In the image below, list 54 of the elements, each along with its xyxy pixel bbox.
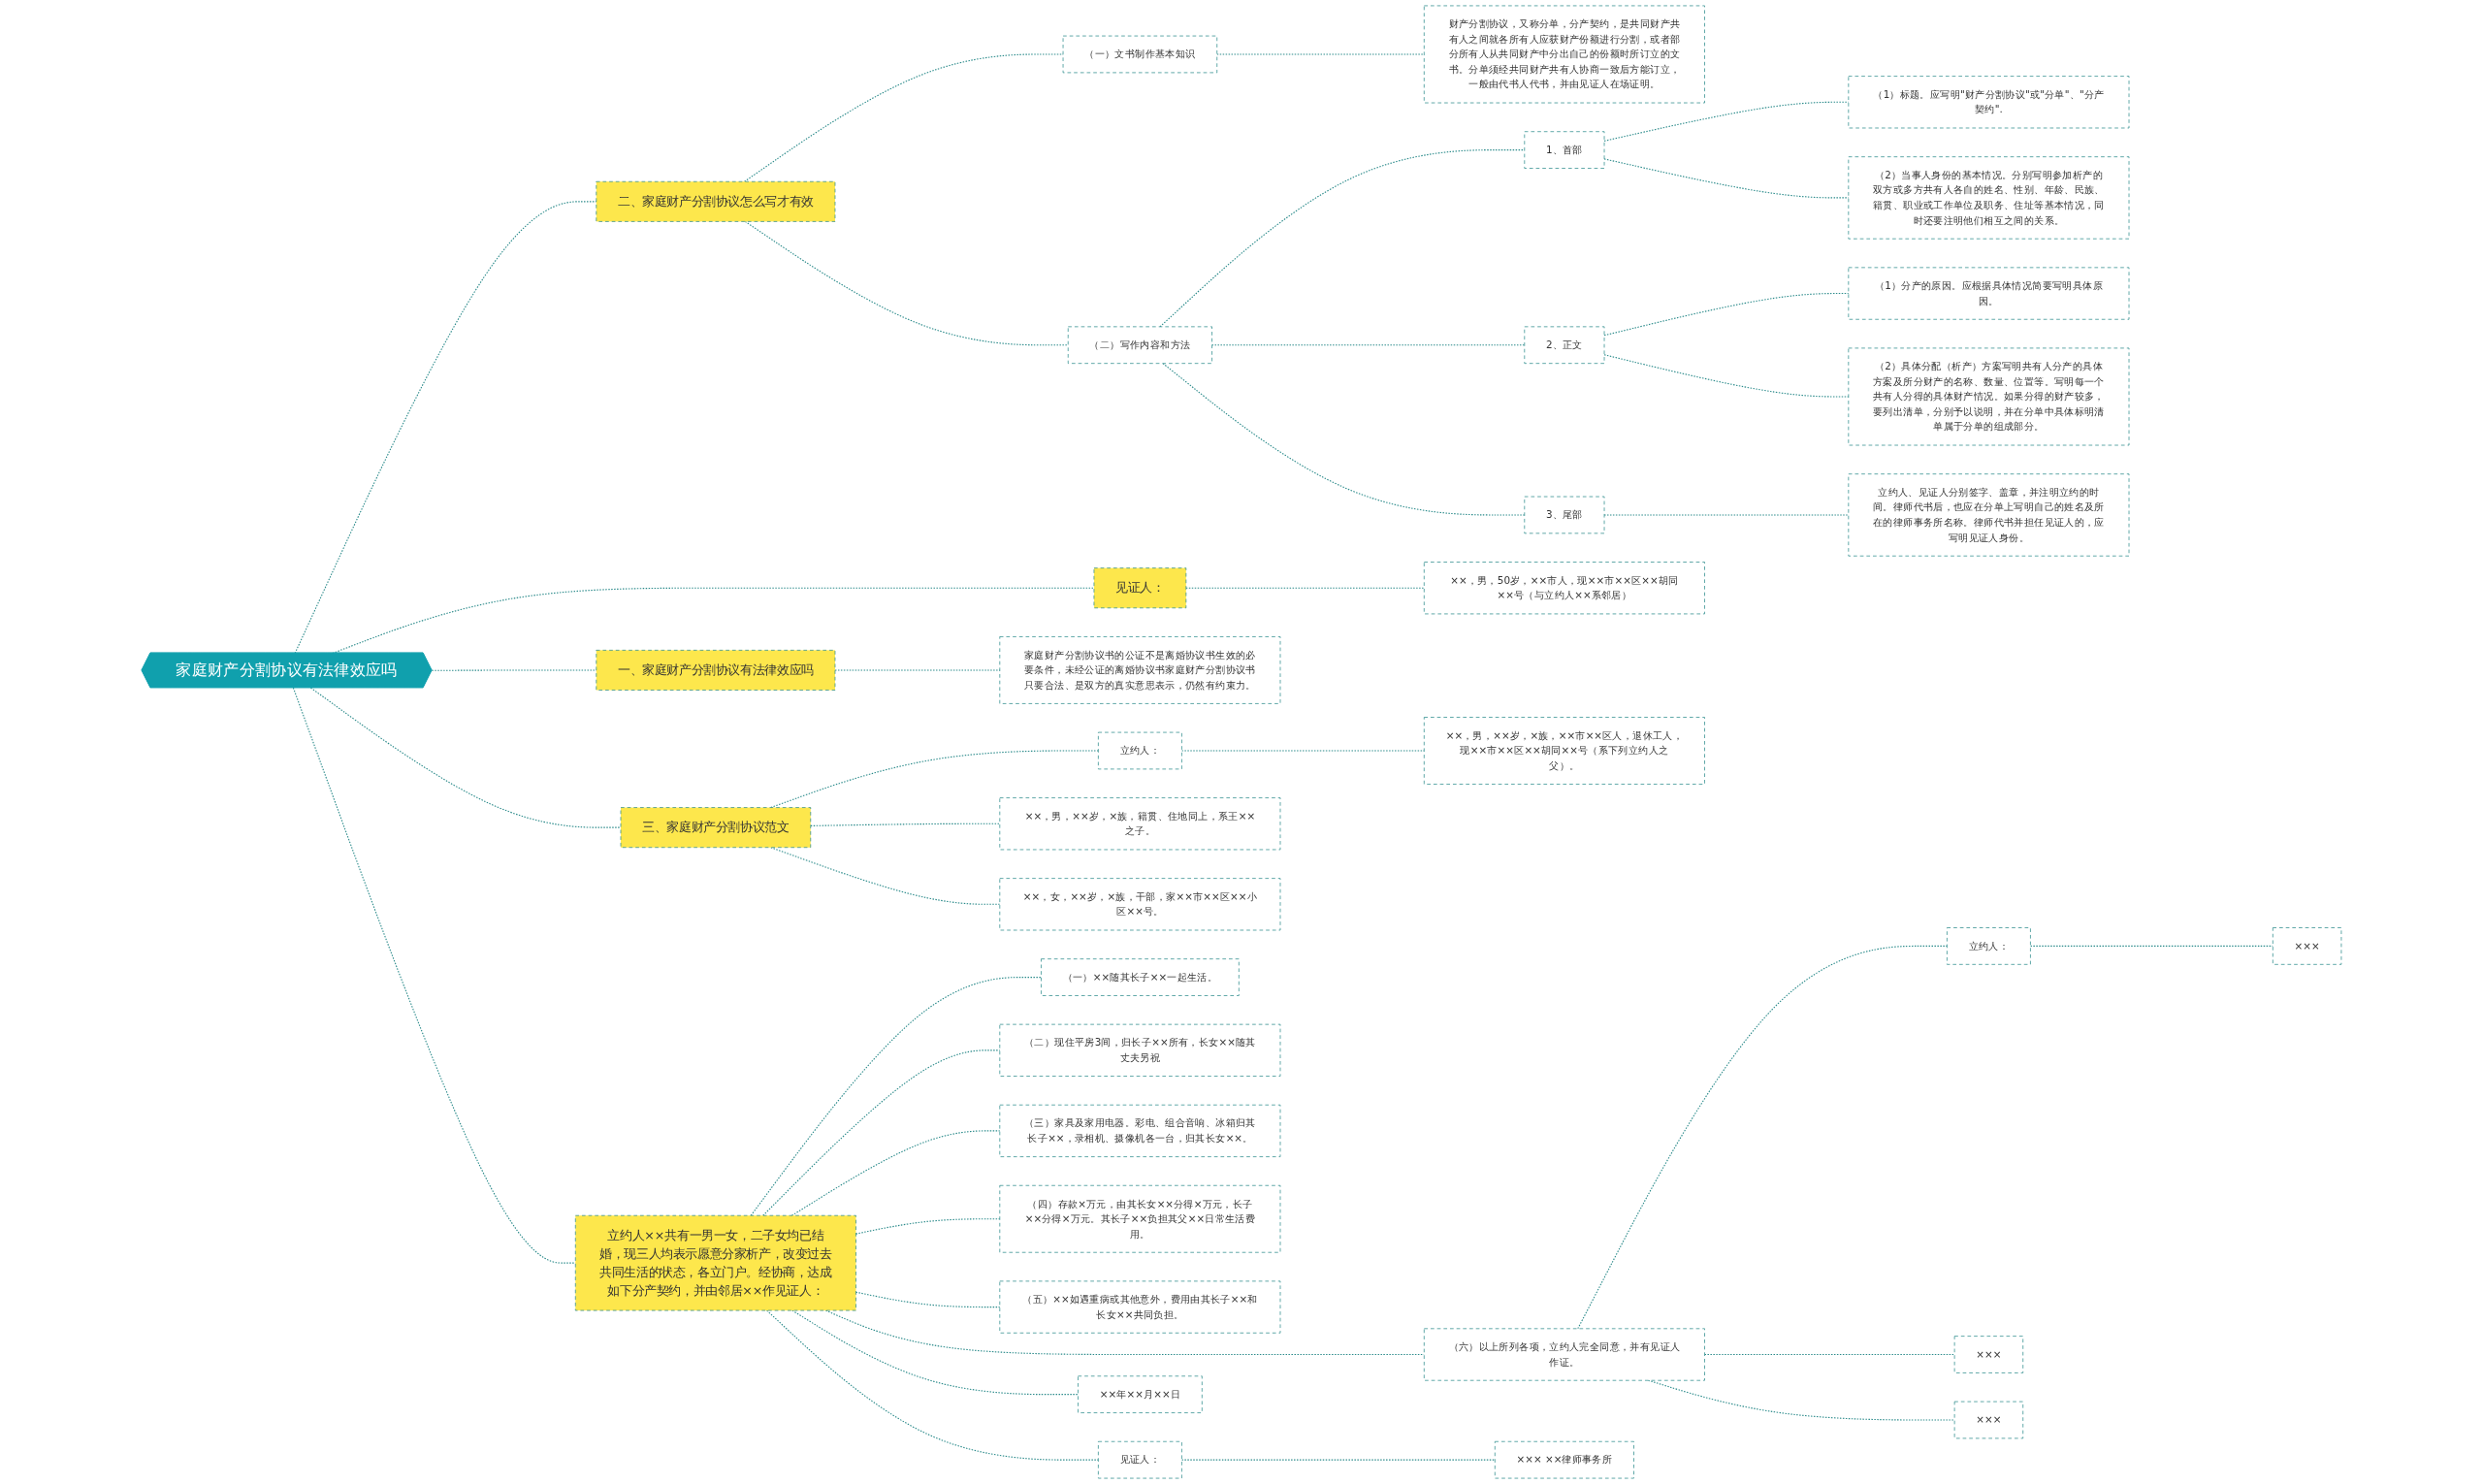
connector	[1159, 149, 1526, 328]
node-box: （五）××如遇重病或其他意外，费用由其长子××和长女××共同负担。	[999, 1280, 1281, 1334]
node-box: （2）当事人身份的基本情况。分别写明参加析产的双方或多方共有人各自的姓名、性别、年龄、民族、籍贯、职业或工作单位及职务、住址等基本情况，同时还要注明他们相互之间的关系。	[1848, 156, 2130, 240]
connector	[743, 53, 1064, 182]
node-box: 2、正文	[1524, 326, 1605, 365]
node-box: 一、家庭财产分割协议有法律效应吗	[596, 650, 836, 691]
connector	[762, 1049, 1001, 1216]
node-box: 财产分割协议，又称分单，分产契约，是共同财产共有人之间就各所有人应获财产份额进行分割，或者部分所有人从共同财产中分出自己的份额时所订立的文书。分单须经共同财产共有人协商一致后方能订立，一般由代书人代书，并由见证人在场证明。	[1423, 5, 1705, 104]
node-box: （二）写作内容和方法	[1067, 326, 1212, 365]
node-box: （三）家具及家用电器。彩电、组合音响、冰箱归其长子××，录相机、摄像机各一台，归其长女××。	[999, 1104, 1281, 1157]
connector	[744, 220, 1069, 346]
node-box: ××，男，50岁，××市人，现××市××区××胡同××号（与立约人××系邻居）	[1423, 562, 1705, 615]
node-box: （六）以上所列各项，立约人完全同意，并有见证人作证。	[1423, 1328, 1705, 1381]
connector	[1185, 587, 1425, 589]
node-box: 立约人、见证人分别签字、盖章，并注明立约的时间。律师代书后，也应在分单上写明自己的姓名及所在的律师事务所名称。律师代书并担任见证人的，应写明见证人身份。	[1848, 473, 2130, 557]
node-box: （二）现住平房3间，归长子××所有，长女××随其丈夫另祝	[999, 1023, 1281, 1077]
node-box: 立约人××共有一男一女，二子女均已结婚，现三人均表示愿意分家析产，改变过去共同生活的状态，各立门户。经协商，达成如下分产契约，并由邻居××作见证人：	[574, 1214, 856, 1311]
node-box: ××，男，××岁，×族，××市××区人，退休工人，现××市××区××胡同××号（系下列立约人之父）。	[1423, 717, 1705, 785]
connector	[750, 977, 1042, 1216]
node-box: 见证人：	[1093, 567, 1187, 609]
node-box: ×××	[1953, 1336, 2024, 1373]
node-box: （2）具体分配（析产）方案写明共有人分产的具体方案及所分财产的名称、数量、位置等。写明每一个共有人分得的具体财产情况。如果分得的财产较多，要列出清单，分别予以说明，并在分单中具体标明清单属于分单的组成部分。	[1848, 347, 2130, 446]
node-box: （四）存款×万元，由其长女××分得×万元，长子××分得×万元。其长子××负担其父××日常生活费用。	[999, 1184, 1281, 1253]
connector	[1211, 344, 1526, 346]
node-box: ××× ××律师事务所	[1494, 1440, 1634, 1479]
node-box: 立约人：	[1098, 731, 1182, 770]
node-box: （1）标题。应写明"财产分割协议"或"分单"、"分产契约".	[1848, 76, 2130, 129]
node-box: （一）文书制作基本知识	[1062, 35, 1218, 74]
connector	[1603, 293, 1850, 337]
node-box: ××年××月××日	[1078, 1375, 1203, 1413]
connector	[810, 823, 1001, 826]
node-box: 1、首部	[1524, 131, 1605, 169]
node-box: 3、尾部	[1524, 496, 1605, 534]
node-box: （一）××随其长子××一起生活。	[1041, 958, 1240, 996]
node-box: 见证人：	[1098, 1440, 1182, 1479]
node-box: ××，女，××岁，×族，干部，家××市××区××小区××号。	[999, 878, 1281, 931]
node-box: 家庭财产分割协议书的公证不是离婚协议书生效的必要条件，未经公证的离婚协议书家庭财产分割协议书只要合法、是双方的真实意思表示，仍然有约束力。	[999, 636, 1281, 704]
connector	[431, 669, 597, 671]
node-box: 二、家庭财产分割协议怎么写才有效	[596, 180, 836, 222]
connector	[766, 1309, 1099, 1461]
node-box: ×××	[1953, 1401, 2024, 1439]
connector	[1603, 354, 1850, 398]
connector	[1603, 158, 1850, 199]
node-box: 立约人：	[1947, 927, 2031, 965]
connector	[1603, 101, 1850, 142]
connector	[292, 687, 576, 1264]
connector	[790, 1130, 1001, 1216]
connector	[834, 669, 1001, 671]
connector	[309, 687, 622, 828]
connector	[1577, 945, 1948, 1330]
node-box: （1）分产的原因。应根据具体情况简要写明具体原因。	[1848, 267, 2130, 320]
node-box: ××，男，××岁，×族，籍贯、住地同上，系王××之子。	[999, 797, 1281, 851]
node-box: ×××	[2272, 927, 2342, 965]
node-box: 三、家庭财产分割协议范文	[620, 807, 812, 849]
